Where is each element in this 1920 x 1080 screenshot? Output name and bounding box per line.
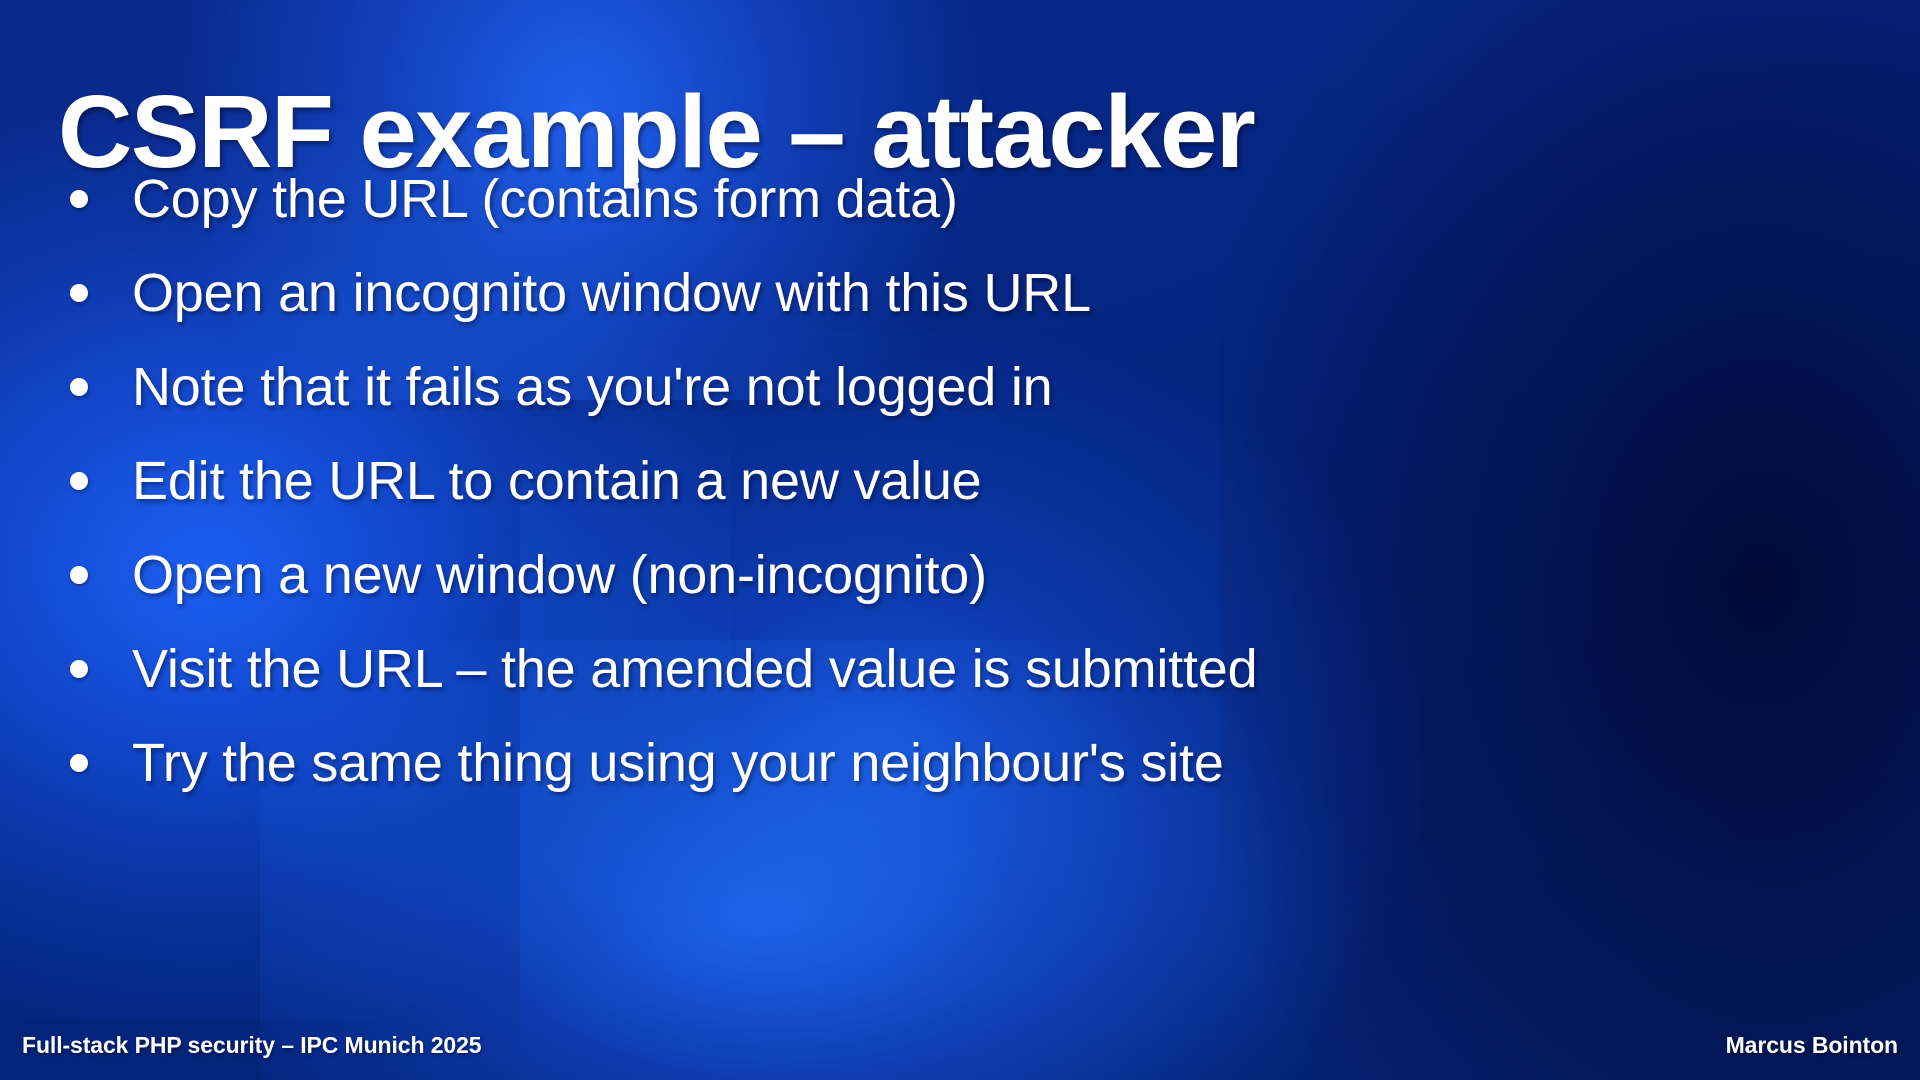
list-item: Open a new window (non-incognito) (58, 528, 1878, 622)
bullet-dot-icon (70, 566, 88, 584)
list-item: Try the same thing using your neighbour'… (58, 716, 1878, 810)
bullet-item-label: Try the same thing using your neighbour'… (132, 732, 1224, 793)
bullet-item-label: Visit the URL – the amended value is sub… (132, 638, 1258, 699)
bullet-item-label: Copy the URL (contains form data) (132, 168, 958, 229)
bullet-dot-icon (70, 754, 88, 772)
bullet-dot-icon (70, 190, 88, 208)
list-item: Open an incognito window with this URL (58, 246, 1878, 340)
bullet-list: Copy the URL (contains form data) Open a… (58, 152, 1878, 810)
slide-footer: Full-stack PHP security – IPC Munich 202… (0, 1028, 1920, 1062)
bullet-dot-icon (70, 284, 88, 302)
bullet-dot-icon (70, 660, 88, 678)
footer-speaker-name: Marcus Bointon (1725, 1031, 1898, 1058)
bullet-item-label: Edit the URL to contain a new value (132, 450, 982, 511)
bullet-dot-icon (70, 378, 88, 396)
bullet-item-label: Open an incognito window with this URL (132, 262, 1091, 323)
list-item: Edit the URL to contain a new value (58, 434, 1878, 528)
list-item: Note that it fails as you're not logged … (58, 340, 1878, 434)
bullet-item-label: Note that it fails as you're not logged … (132, 356, 1053, 417)
bullet-item-label: Open a new window (non-incognito) (132, 544, 987, 605)
list-item: Copy the URL (contains form data) (58, 152, 1878, 246)
footer-talk-title: Full-stack PHP security – IPC Munich 202… (22, 1031, 482, 1058)
list-item: Visit the URL – the amended value is sub… (58, 622, 1878, 716)
bullet-dot-icon (70, 472, 88, 490)
